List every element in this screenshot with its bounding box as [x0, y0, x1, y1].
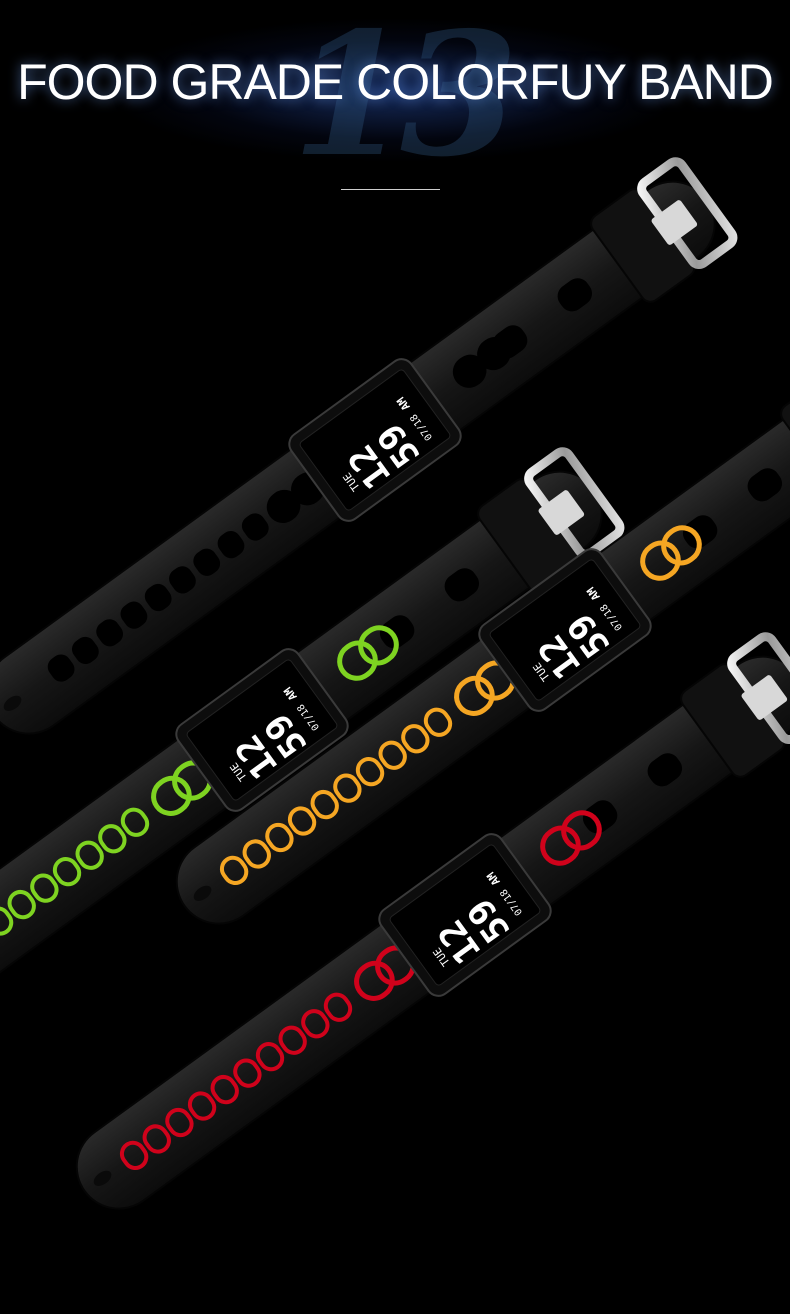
watermark-number: 13	[291, 0, 519, 195]
band-orange	[154, 347, 790, 948]
band-red	[54, 632, 790, 1233]
band-black	[0, 157, 737, 758]
band-red-holes	[119, 992, 353, 1171]
headline: FOOD GRADE COLORFUY BAND	[17, 54, 774, 110]
band-green	[0, 447, 624, 1048]
band-orange-holes	[219, 707, 453, 886]
band-black-holes	[47, 513, 269, 682]
headline-underline	[341, 189, 440, 190]
band-green-holes	[0, 807, 150, 936]
